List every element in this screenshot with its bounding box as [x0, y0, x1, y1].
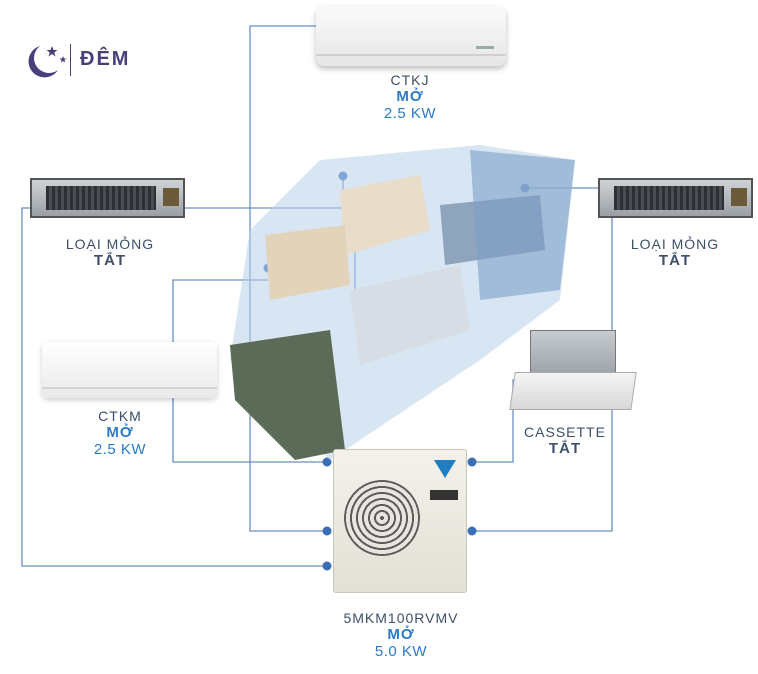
- port-dot-2: [322, 526, 332, 536]
- ctkm-unit-image: [42, 342, 217, 398]
- outdoor-name: 5MKM100RVMV: [343, 610, 459, 626]
- connection-line-duct-right: [472, 215, 613, 532]
- outdoor-unit-image: [333, 449, 467, 593]
- duct-right-name: LOẠI MỎNG: [630, 236, 720, 252]
- outdoor-label: 5MKM100RVMV MỞ 5.0 KW: [316, 610, 486, 661]
- duct-left-status: TẮT: [93, 252, 127, 270]
- ctkj-unit-image: [316, 6, 506, 66]
- cassette-label: CASSETTE TẮT: [505, 424, 625, 457]
- duct-right-label: LOẠI MỎNG TẮT: [605, 236, 745, 269]
- port-dot-4: [467, 457, 477, 467]
- brand-logo-icon: [434, 460, 456, 478]
- ctkj-power: 2.5 KW: [383, 105, 437, 123]
- ctkm-power: 2.5 KW: [93, 441, 147, 459]
- duct-left-label: LOẠI MỎNG TẮT: [40, 236, 180, 269]
- ctkj-name: CTKJ: [390, 72, 430, 88]
- outdoor-power: 5.0 KW: [374, 643, 428, 661]
- cassette-name: CASSETTE: [524, 424, 606, 440]
- port-dot-1: [322, 457, 332, 467]
- ctkm-status: MỞ: [106, 424, 134, 442]
- cassette-unit-image: [508, 330, 637, 410]
- ctkm-name: CTKM: [98, 408, 142, 424]
- duct-right-status: TẮT: [658, 252, 692, 270]
- duct-right-unit-image: [598, 178, 753, 218]
- ctkj-label: CTKJ MỞ 2.5 KW: [330, 72, 490, 123]
- ctkj-status: MỞ: [396, 88, 424, 106]
- mode-indicator: ĐÊM: [18, 40, 158, 80]
- duct-left-name: LOẠI MỎNG: [65, 236, 155, 252]
- ctkm-label: CTKM MỞ 2.5 KW: [60, 408, 180, 459]
- port-dot-5: [467, 526, 477, 536]
- duct-left-unit-image: [30, 178, 185, 218]
- fan-grille-icon: [344, 480, 420, 556]
- mode-label: ĐÊM: [80, 48, 131, 70]
- port-dot-3: [322, 561, 332, 571]
- mode-divider: [70, 44, 71, 76]
- outdoor-status: MỞ: [387, 626, 415, 644]
- moon-stars-icon: [28, 46, 67, 78]
- cassette-status: TẮT: [548, 440, 582, 458]
